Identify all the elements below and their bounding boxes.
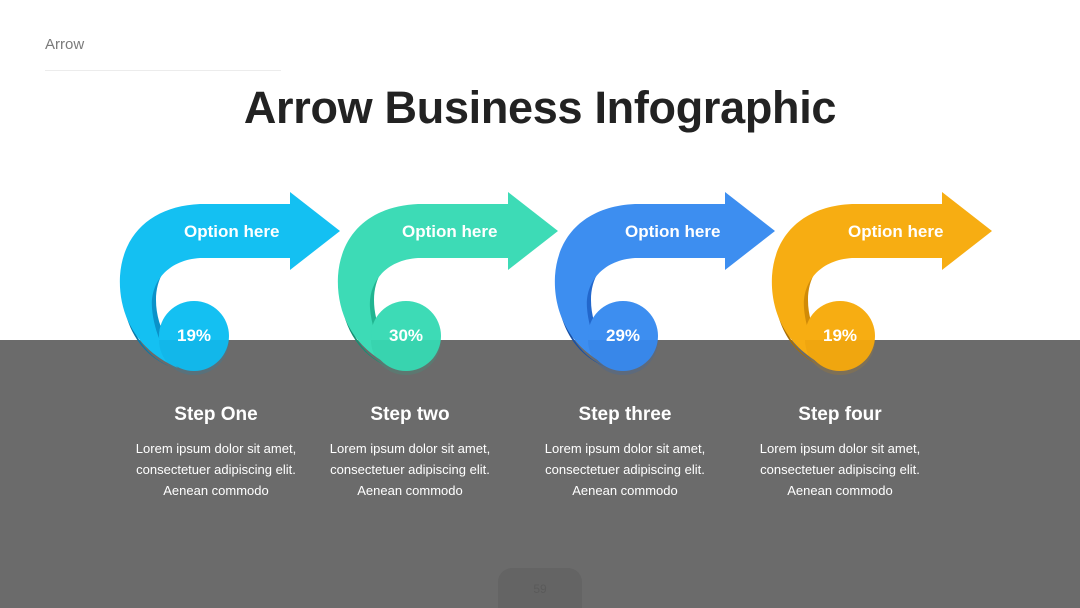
description-line: Aenean commodo [163,483,269,498]
percent-value: 29% [605,326,641,345]
curved-arrow-icon [119,192,341,375]
description-line: Lorem ipsum dolor sit amet, [135,441,297,456]
description-line: Lorem ipsum dolor sit amet, [544,441,706,456]
step-description: Lorem ipsum dolor sit amet, consectetuer… [96,438,336,501]
section-label: Arrow [45,36,85,53]
step-title: Step three [578,404,672,425]
step-title: Step One [174,404,258,425]
step-3: Option here 29% Step three Lorem ipsum d… [535,0,775,608]
description-line: consectetuer adipiscing elit. [330,462,490,477]
description-line: Aenean commodo [787,483,893,498]
step-description: Lorem ipsum dolor sit amet, consectetuer… [720,438,960,501]
description-line: Lorem ipsum dolor sit amet, [329,441,491,456]
description-line: Aenean commodo [357,483,463,498]
page-number: 59 [533,582,547,596]
step-description: Lorem ipsum dolor sit amet, consectetuer… [505,438,745,501]
section-divider [45,70,281,71]
step-title: Step two [370,404,450,425]
description-line: consectetuer adipiscing elit. [136,462,296,477]
description-line: consectetuer adipiscing elit. [760,462,920,477]
percent-value: 30% [388,326,424,345]
description-line: Aenean commodo [572,483,678,498]
description-line: Lorem ipsum dolor sit amet, [759,441,921,456]
description-line: consectetuer adipiscing elit. [545,462,705,477]
step-4: Option here 19% Step four Lorem ipsum do… [752,0,992,608]
step-description: Lorem ipsum dolor sit amet, consectetuer… [290,438,530,501]
curved-arrow-icon [771,192,992,375]
option-label: Option here [402,222,498,241]
page-number-tab [498,568,582,608]
option-label: Option here [848,222,944,241]
option-label: Option here [184,222,280,241]
step-1: Option here 19% Step One Lorem ipsum dol… [100,0,341,608]
percent-value: 19% [822,326,858,345]
curved-arrow-icon [554,192,775,375]
slide-top-area [0,0,1080,340]
curved-arrow-icon [337,192,558,375]
step-title: Step four [798,404,882,425]
option-label: Option here [625,222,721,241]
percent-value: 19% [176,326,212,345]
step-2: Option here 30% Step two Lorem ipsum dol… [318,0,558,608]
slide-title: Arrow Business Infographic [243,82,837,133]
slide-bottom-band [0,340,1080,608]
